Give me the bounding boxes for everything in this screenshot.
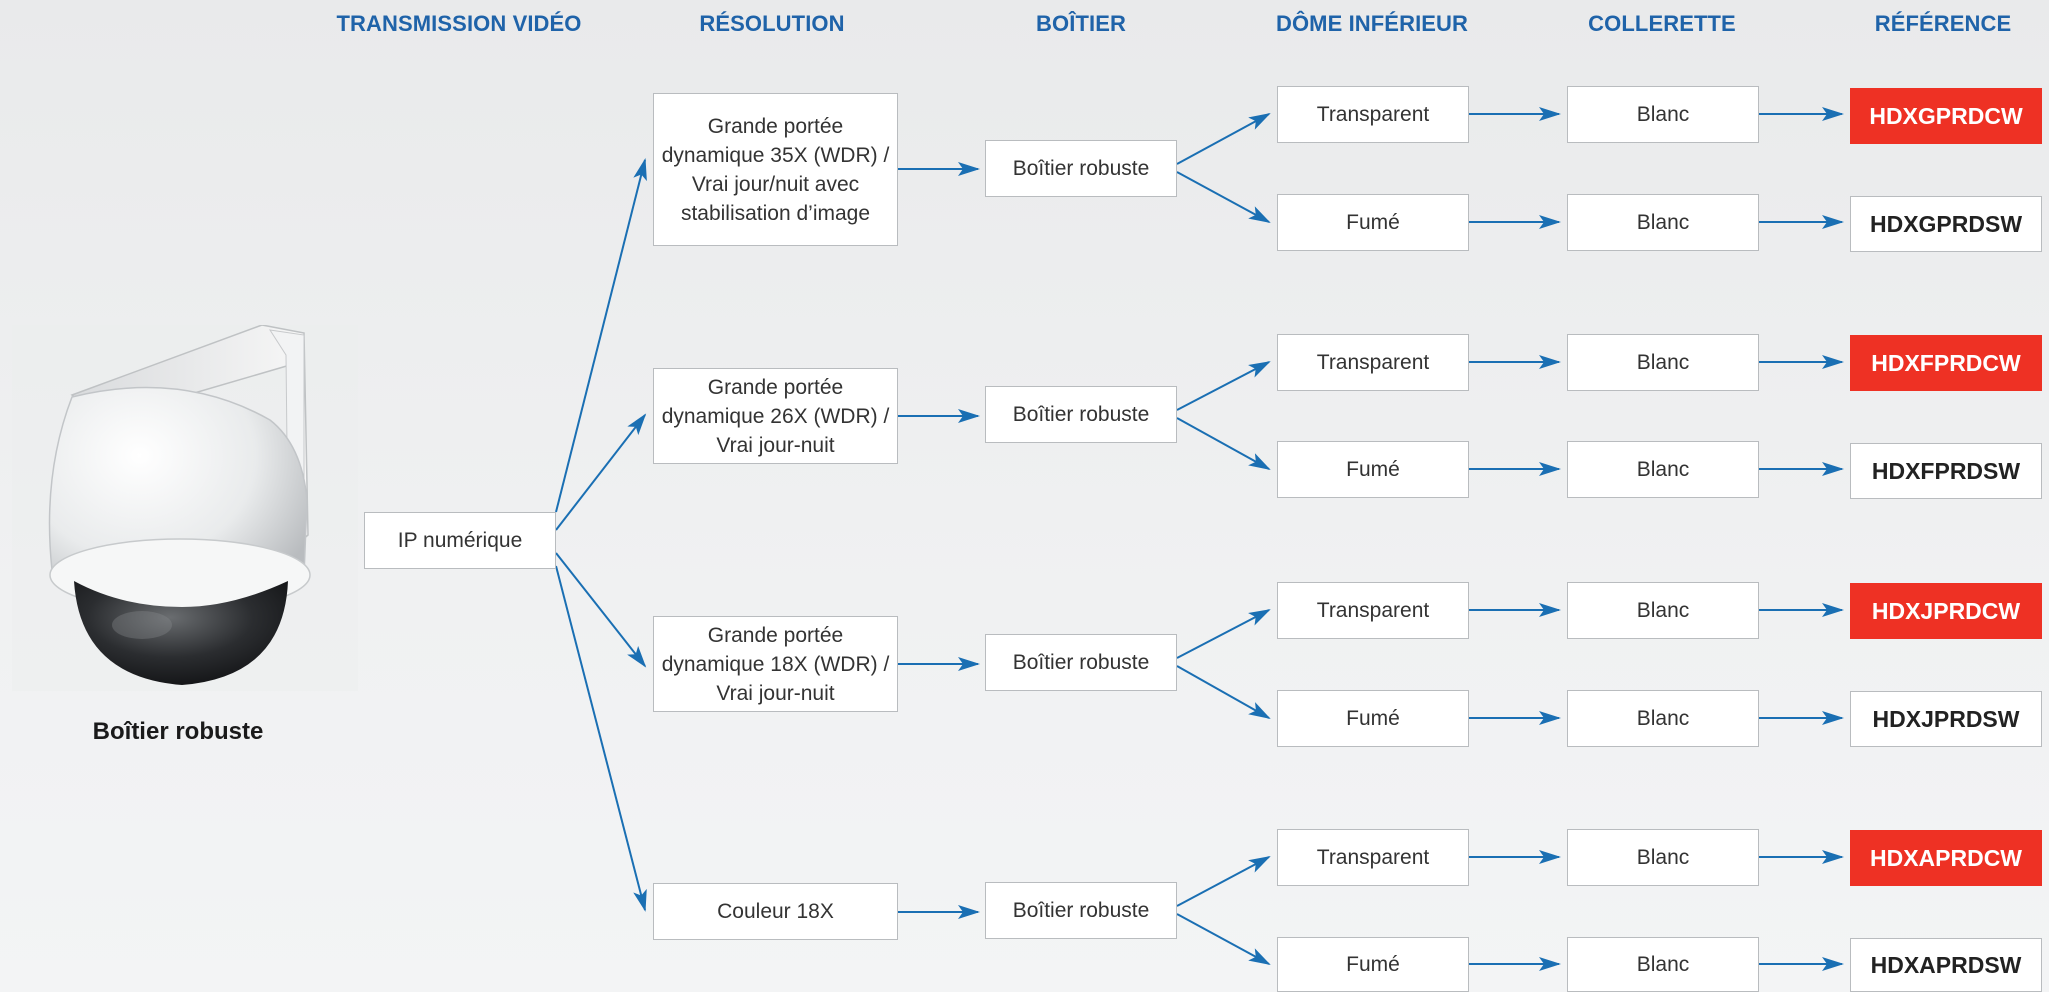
resolution-label: Grande portée dynamique 18X (WDR) / Vrai… — [661, 623, 890, 705]
reference-code: HDXAPRDSW — [1870, 951, 2022, 978]
reference-code: HDXFPRDSW — [1871, 457, 2021, 484]
dome-box: Fumé — [1277, 441, 1469, 498]
collerette-box: Blanc — [1567, 582, 1759, 639]
dome-box: Fumé — [1277, 194, 1469, 251]
boitier-label: Boîtier robuste — [1012, 157, 1150, 180]
reference-code: HDXGPRDCW — [1869, 102, 2023, 129]
connector-arrow — [1176, 665, 1271, 719]
collerette-box: Blanc — [1567, 334, 1759, 391]
collerette-label: Blanc — [1636, 846, 1690, 869]
connector-arrow — [1176, 113, 1271, 165]
camera-label: Boîtier robuste — [92, 718, 264, 745]
resolution-box: Grande portée dynamique 35X (WDR) / Vrai… — [653, 93, 898, 246]
boitier-box: Boîtier robuste — [985, 386, 1177, 443]
connector-arrow — [1176, 361, 1271, 411]
header-reference: RÉFÉRENCE — [1874, 11, 2012, 36]
boitier-box: Boîtier robuste — [985, 634, 1177, 691]
collerette-box: Blanc — [1567, 937, 1759, 992]
dome-box: Fumé — [1277, 690, 1469, 747]
connector-arrow — [555, 565, 647, 912]
dome-box: Transparent — [1277, 334, 1469, 391]
header-collerette: COLLERETTE — [1588, 11, 1736, 36]
resolution-label: Grande portée dynamique 35X (WDR) / Vrai… — [661, 114, 890, 225]
dome-label: Transparent — [1316, 103, 1430, 126]
collerette-label: Blanc — [1636, 103, 1690, 126]
dome-box: Transparent — [1277, 86, 1469, 143]
reference-badge: HDXGPRDSW — [1850, 196, 2042, 252]
dome-box: Transparent — [1277, 829, 1469, 886]
reference-badge: HDXFPRDSW — [1850, 443, 2042, 499]
dome-label: Transparent — [1316, 351, 1430, 374]
resolution-box: Grande portée dynamique 26X (WDR) / Vrai… — [653, 368, 898, 464]
reference-badge: HDXGPRDCW — [1850, 88, 2042, 144]
dome-box: Fumé — [1277, 937, 1469, 992]
dome-label: Fumé — [1346, 707, 1400, 730]
header-dome: DÔME INFÉRIEUR — [1275, 11, 1469, 36]
reference-code: HDXAPRDCW — [1869, 844, 2023, 871]
collerette-label: Blanc — [1636, 211, 1690, 234]
collerette-box: Blanc — [1567, 86, 1759, 143]
dome-label: Fumé — [1346, 458, 1400, 481]
connector-arrow — [555, 413, 647, 531]
header-boitier: BOÎTIER — [1036, 11, 1126, 36]
dome-label: Transparent — [1316, 846, 1430, 869]
connector-arrow — [1176, 913, 1271, 965]
reference-badge: HDXAPRDSW — [1850, 938, 2042, 992]
reference-badge: HDXJPRDCW — [1850, 583, 2042, 639]
collerette-label: Blanc — [1636, 707, 1690, 730]
connector-arrow — [1176, 856, 1271, 907]
collerette-box: Blanc — [1567, 194, 1759, 251]
boitier-label: Boîtier robuste — [1012, 403, 1150, 426]
reference-code: HDXGPRDSW — [1869, 210, 2023, 237]
collerette-box: Blanc — [1567, 690, 1759, 747]
dome-box: Transparent — [1277, 582, 1469, 639]
reference-code: HDXFPRDCW — [1871, 349, 2021, 376]
header-resolution: RÉSOLUTION — [699, 11, 845, 36]
connector-arrow — [555, 158, 647, 513]
header-transmission: TRANSMISSION VIDÉO — [336, 11, 582, 36]
resolution-label: Couleur 18X — [717, 900, 834, 923]
dome-label: Fumé — [1346, 953, 1400, 976]
boitier-box: Boîtier robuste — [985, 140, 1177, 197]
reference-badge: HDXJPRDSW — [1850, 691, 2042, 747]
dome-label: Fumé — [1346, 211, 1400, 234]
collerette-label: Blanc — [1636, 458, 1690, 481]
dome-label: Transparent — [1316, 599, 1430, 622]
connector-arrow — [1176, 417, 1271, 470]
reference-code: HDXJPRDCW — [1871, 597, 2021, 624]
connector-arrow — [555, 552, 647, 668]
reference-badge: HDXAPRDCW — [1850, 830, 2042, 886]
resolution-label: Grande portée dynamique 26X (WDR) / Vrai… — [661, 375, 890, 457]
boitier-box: Boîtier robuste — [985, 882, 1177, 939]
collerette-box: Blanc — [1567, 829, 1759, 886]
collerette-label: Blanc — [1636, 351, 1690, 374]
boitier-label: Boîtier robuste — [1012, 651, 1150, 674]
resolution-box: Couleur 18X — [653, 883, 898, 940]
transmission-label: IP numérique — [397, 529, 523, 552]
connector-arrow — [1176, 609, 1271, 659]
ptz-dome-camera-icon — [12, 325, 358, 691]
reference-badge: HDXFPRDCW — [1850, 335, 2042, 391]
reference-code: HDXJPRDSW — [1872, 705, 2020, 732]
resolution-box: Grande portée dynamique 18X (WDR) / Vrai… — [653, 616, 898, 712]
boitier-label: Boîtier robuste — [1012, 899, 1150, 922]
collerette-box: Blanc — [1567, 441, 1759, 498]
connector-arrow — [1176, 171, 1271, 223]
collerette-label: Blanc — [1636, 953, 1690, 976]
collerette-label: Blanc — [1636, 599, 1690, 622]
transmission-box: IP numérique — [364, 512, 556, 569]
